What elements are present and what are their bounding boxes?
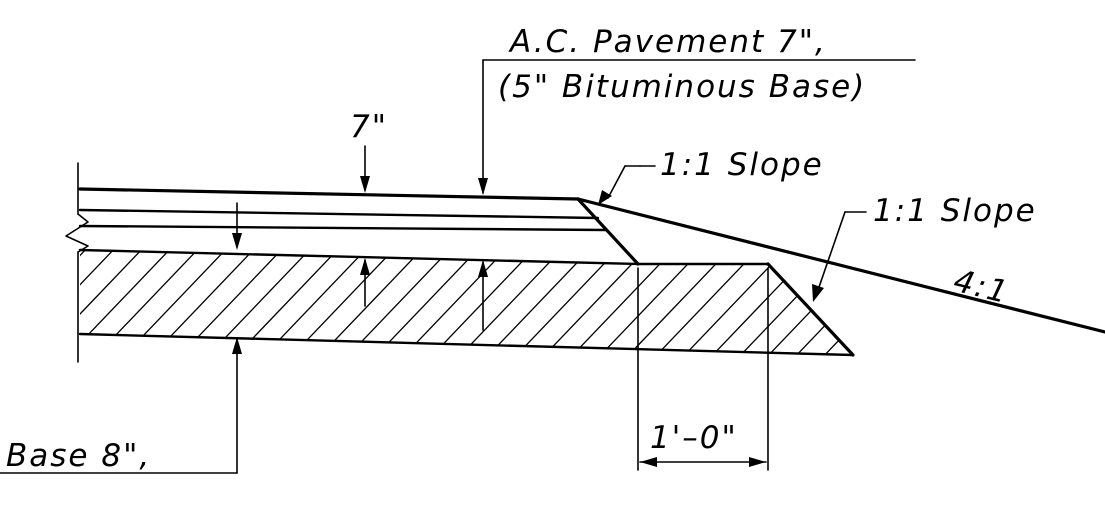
hatch-line	[399, 250, 511, 355]
hatch-line	[763, 250, 853, 355]
hatch-line	[707, 250, 819, 355]
ac-pavement-top-line	[78, 187, 580, 201]
base-slope-edge	[766, 262, 855, 357]
hatch-line	[679, 250, 791, 355]
slope-leader-lower	[812, 211, 867, 302]
hatch-line	[259, 250, 371, 355]
hatch-line	[91, 250, 203, 355]
slope-4-1-label: 4:1	[950, 263, 1013, 311]
hatch-line	[80, 250, 91, 355]
pavement-slope-edge	[576, 197, 640, 266]
hatch-line	[80, 250, 147, 355]
ac-pavement-leader	[478, 59, 916, 195]
hatch-line	[203, 250, 315, 355]
ac-pavement-bottom-line	[78, 208, 600, 220]
dimension-7-inch	[360, 145, 370, 193]
hatch-line	[791, 250, 853, 355]
dimension-7-label: 7"	[350, 109, 388, 145]
base-bottom-line	[78, 332, 855, 357]
hatch-line	[819, 250, 853, 355]
slope-leader-upper	[598, 165, 656, 205]
hatch-line	[147, 250, 259, 355]
layer-thickness-arrows	[232, 202, 488, 331]
hatch-line	[847, 250, 853, 355]
dimension-1-0-label: 1'–0"	[650, 420, 738, 456]
bituminous-base-label: (5" Bituminous Base)	[498, 69, 866, 105]
ac-pavement-label: A.C. Pavement 7",	[508, 24, 827, 60]
dimension-1-foot	[637, 267, 769, 471]
hatch-line	[80, 250, 119, 355]
base-leader	[0, 337, 242, 474]
left-break-line	[65, 162, 89, 363]
bituminous-base-top-line	[78, 224, 608, 232]
hatch-line	[175, 250, 287, 355]
slope-label-lower: 1:1 Slope	[873, 193, 1037, 229]
base-top-line	[78, 248, 640, 266]
hatch-line	[371, 250, 483, 355]
hatch-line	[483, 250, 595, 355]
shoulder-slope-line	[576, 197, 1105, 334]
hatch-line	[623, 250, 735, 355]
hatch-line	[119, 250, 231, 355]
hatch-line	[455, 250, 567, 355]
hatch-line	[80, 250, 175, 355]
base-8-label: Base 8",	[6, 438, 151, 474]
hatch-line	[231, 250, 343, 355]
hatch-line	[651, 250, 763, 355]
slope-label-upper: 1:1 Slope	[660, 147, 824, 183]
